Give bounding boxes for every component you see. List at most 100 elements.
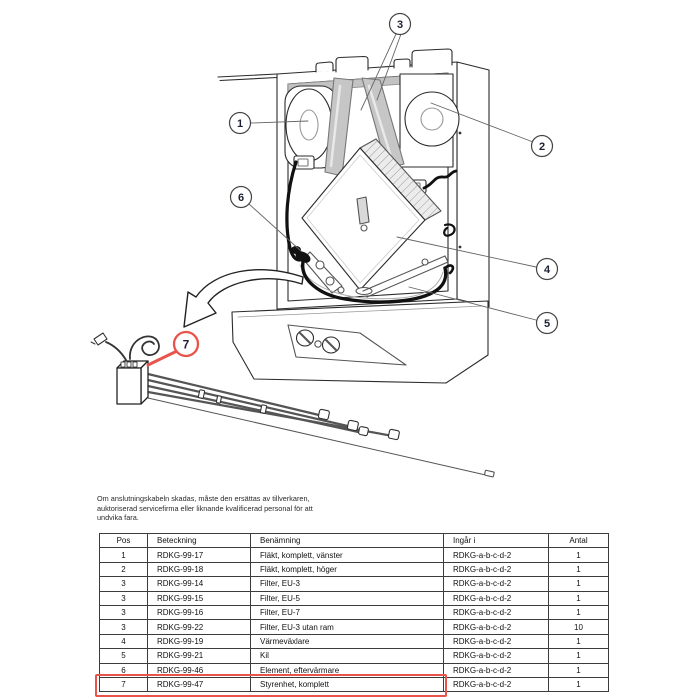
table-cell: 1 <box>548 633 609 650</box>
pedestal <box>231 300 489 384</box>
control-panel <box>287 324 407 366</box>
hinge-dot <box>458 245 462 249</box>
table-cell: 3 <box>99 604 148 621</box>
table-cell: RDKG-a-b-c-d-2 <box>443 590 549 606</box>
table-cell: Filter, EU-3 <box>250 576 444 592</box>
table-cell: RDKG-a-b-c-d-2 <box>443 633 549 650</box>
callout-1: 1 <box>228 111 252 135</box>
table-cell: RDKG-99-15 <box>147 590 251 606</box>
capillary-tube <box>147 397 491 477</box>
table-cell: RDKG-a-b-c-d-2 <box>443 576 549 592</box>
filters <box>324 77 405 177</box>
warning-line: Om anslutningskabeln skadas, måste den e… <box>97 494 310 503</box>
table-cell: 4 <box>99 633 148 650</box>
table-cell: 3 <box>99 576 148 592</box>
callout-3: 3 <box>388 12 412 36</box>
open-door <box>217 73 278 82</box>
svg-text:5: 5 <box>544 318 550 330</box>
table-cell: 1 <box>548 576 609 592</box>
column-header: Antal <box>548 532 609 549</box>
control-unit-box <box>116 360 149 405</box>
leader-line-7 <box>146 349 179 367</box>
table-cell: RDKG-a-b-c-d-2 <box>443 547 549 563</box>
table-cell: RDKG-a-b-c-d-2 <box>443 561 549 578</box>
svg-text:2: 2 <box>539 141 545 153</box>
table-cell: Fläkt, komplett, vänster <box>250 547 444 563</box>
svg-text:1: 1 <box>237 118 243 130</box>
table-cell: 1 <box>548 604 609 621</box>
safety-warning-text: Om anslutningskabeln skadas, måste den e… <box>97 494 313 523</box>
table-cell: 2 <box>99 561 148 578</box>
callouts: 1 2 3 4 5 6 7 <box>172 12 559 358</box>
table-cell: Styrenhet, komplett <box>250 676 444 693</box>
table-cell: RDKG-99-18 <box>147 561 251 578</box>
table-cell: Filter, EU-3 utan ram <box>250 619 444 635</box>
table-cell: Filter, EU-7 <box>250 604 444 621</box>
support-rail <box>362 255 449 298</box>
table-cell: Filter, EU-5 <box>250 590 444 606</box>
table-cell: RDKG-a-b-c-d-2 <box>443 662 549 678</box>
table-cell: 1 <box>548 590 609 606</box>
knob <box>295 329 315 347</box>
table-cell: RDKG-a-b-c-d-2 <box>443 619 549 635</box>
control-unit-assembly <box>90 332 495 478</box>
svg-text:3: 3 <box>397 19 403 31</box>
cables <box>285 160 458 304</box>
left-fan <box>284 85 338 170</box>
table-cell: RDKG-99-46 <box>147 662 251 678</box>
svg-text:6: 6 <box>238 192 244 204</box>
table-cell: 3 <box>99 590 148 606</box>
table-cell: 1 <box>548 561 609 578</box>
warning-line: undvika fara. <box>97 513 139 523</box>
plug <box>93 332 108 346</box>
table-cell: RDKG-99-17 <box>147 547 251 563</box>
table-cell: RDKG-99-22 <box>147 619 251 635</box>
table-cell: 7 <box>99 676 148 693</box>
table-cell: 1 <box>548 676 609 693</box>
table-cell: 6 <box>99 662 148 678</box>
table-cell: 10 <box>548 619 609 635</box>
callout-7-highlighted: 7 <box>172 330 200 358</box>
table-cell: 5 <box>99 648 148 664</box>
hinge-dot <box>458 131 462 135</box>
warning-line: auktoriserad servicefirma eller liknande… <box>97 503 313 513</box>
callout-4: 4 <box>535 257 559 281</box>
exploded-view-diagram: 1 2 3 4 5 6 7 <box>90 12 559 478</box>
table-cell: RDKG-a-b-c-d-2 <box>443 648 549 664</box>
table-cell: Fläkt, komplett, höger <box>250 561 444 578</box>
svg-text:4: 4 <box>544 264 551 276</box>
table-cell: RDKG-99-16 <box>147 604 251 621</box>
removal-arrow <box>183 269 304 328</box>
table-cell: Värmeväxlare <box>250 633 444 650</box>
table-cell: 1 <box>548 547 609 563</box>
svg-text:7: 7 <box>183 338 190 352</box>
callout-2: 2 <box>530 134 554 158</box>
table-cell: RDKG-a-b-c-d-2 <box>443 604 549 621</box>
sensor-cable-loop <box>90 332 160 361</box>
table-cell: RDKG-99-47 <box>147 676 251 693</box>
table-cell: Kil <box>250 648 444 664</box>
rod-end-connectors <box>197 389 400 441</box>
table-cell: Element, eftervärmare <box>250 662 444 678</box>
table-cell: 3 <box>99 619 148 635</box>
column-header: Benämning <box>250 532 444 549</box>
table-cell: RDKG-99-19 <box>147 633 251 650</box>
table-cell: 1 <box>548 648 609 664</box>
column-header: Pos <box>99 532 148 549</box>
callout-6: 6 <box>229 185 253 209</box>
table-cell: RDKG-99-21 <box>147 648 251 664</box>
